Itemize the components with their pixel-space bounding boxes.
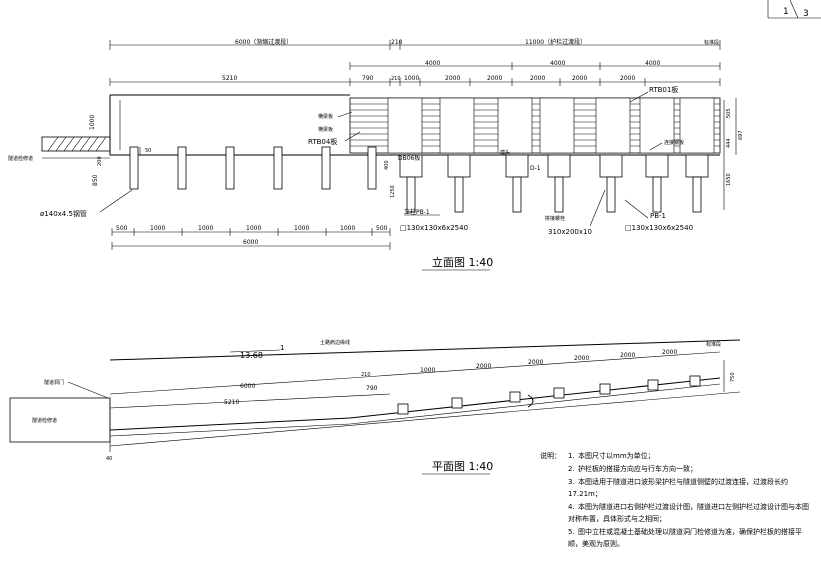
- side-dim-1250: 1250: [390, 185, 396, 198]
- plan-std: 标准段: [706, 341, 721, 348]
- elevation-view: 6000（渐缩过渡段） 210 11000（护栏过渡段） 标准段 4000 40…: [8, 38, 744, 271]
- label-d1: D-1: [530, 165, 541, 172]
- dim-bottom-2: 1000: [150, 225, 165, 232]
- plan-end-cap: [527, 394, 534, 408]
- dim-bottom-6: 1000: [340, 225, 355, 232]
- note-text: 护栏板的搭接方向应与行车方向一致；: [578, 465, 697, 473]
- dim-bottom-5: 1000: [294, 225, 309, 232]
- dim-mid-3: 4000: [645, 60, 660, 67]
- label-end-cap: 端头: [500, 149, 510, 156]
- dim-mid-1: 4000: [425, 60, 440, 67]
- plan-dim-40: 40: [106, 456, 112, 462]
- label-pipe: ø140x4.5钢管: [40, 209, 87, 218]
- plan-posts: [397, 375, 701, 415]
- dim-bottom-4: 1000: [246, 225, 261, 232]
- dim-top-2: 210: [391, 39, 403, 46]
- plan-dim-7: 2000: [662, 349, 677, 356]
- plan-dim-2: 1000: [420, 367, 435, 374]
- dim-total-6000: 6000: [243, 239, 258, 246]
- plan-dim-4: 2000: [528, 359, 543, 366]
- dim-row-7: 2000: [530, 75, 545, 82]
- dim-mid-2: 4000: [550, 60, 565, 67]
- plan-taper: 13.68: [240, 351, 263, 360]
- label-rtb04: RTB04板: [308, 137, 337, 146]
- dim-bottom-3: 1000: [198, 225, 213, 232]
- rail-posts: [399, 154, 709, 213]
- label-db06: DB06板: [398, 154, 420, 162]
- plan-tunnel-block: [9, 397, 111, 443]
- side-dim-505: 505: [726, 108, 732, 118]
- label-bolt: 拼接螺栓: [545, 215, 565, 222]
- dim-row-5: 2000: [445, 75, 460, 82]
- dim-row-1: 5210: [222, 75, 237, 82]
- plan-road-edge: 土路肩边缘线: [320, 339, 350, 346]
- note-text: 图中立柱或混凝土基础处理以隧道洞门检修道为准，确保护栏板的搭接平顺，美观为原则。: [568, 528, 802, 548]
- note-text: 本图适用于隧道进口波形梁护栏与隧道侧壁的过渡连接，过渡段长约17.21m；: [568, 478, 788, 498]
- label-pb1-right: PB-1: [650, 212, 666, 220]
- dim-row-9: 2000: [620, 75, 635, 82]
- side-dim-444: 444: [726, 138, 732, 148]
- dim-row-3: 210: [391, 76, 401, 82]
- dim-row-8: 2000: [572, 75, 587, 82]
- tunnel-repair-hatch: [41, 136, 111, 152]
- side-dim-697: 697: [738, 130, 744, 140]
- label-beam-b: 横梁板: [318, 126, 333, 133]
- side-dim-1650: 1650: [726, 173, 732, 186]
- notes-label: 说明：: [540, 452, 561, 460]
- plan-ratio: 1: [280, 344, 284, 352]
- plan-title: 平面图 1:40: [432, 460, 493, 473]
- rail-panels: [349, 97, 721, 154]
- elev-tunnel-repair: 隧道检修道: [8, 155, 33, 162]
- plan-dim-5: 2000: [574, 355, 589, 362]
- side-dim-850: 850: [92, 174, 99, 186]
- sheet-corner-block: 1 3: [767, 0, 821, 19]
- plan-dim-6: 2000: [620, 352, 635, 359]
- notes-list: 1.本图尺寸以mm为单位； 2.护栏板的搭接方向应与行车方向一致； 3.本图适用…: [540, 450, 815, 550]
- side-dim-1000: 1000: [89, 115, 96, 130]
- dim-row-6: 2000: [487, 75, 502, 82]
- label-steel-plate: 310x200x10: [548, 228, 592, 236]
- plan-side-750: 750: [730, 372, 736, 382]
- dim-row-4: 1000: [404, 75, 419, 82]
- dim-row-2: 790: [362, 75, 374, 82]
- label-post-right: □130x130x6x2540: [625, 224, 693, 232]
- plan-dim-790: 790: [366, 385, 378, 392]
- elev-top-right: 标准段: [704, 39, 719, 46]
- side-dim-400: 400: [384, 160, 390, 170]
- dim-bottom-1: 500: [116, 225, 128, 232]
- plan-tunnel-door: 隧道洞门: [44, 379, 64, 386]
- note-item: 1.本图尺寸以mm为单位；: [568, 452, 655, 460]
- note-item: 3.本图适用于隧道进口波形梁护栏与隧道侧壁的过渡连接，过渡段长约17.21m；: [568, 478, 788, 498]
- label-connection-plate: 连接钢板: [664, 139, 684, 146]
- notes-block: 说明： 1.本图尺寸以mm为单位； 2.护栏板的搭接方向应与行车方向一致； 3.…: [540, 450, 815, 551]
- plan-dim-1: 210: [361, 372, 371, 378]
- taper-posts: [129, 146, 377, 190]
- sheet-page: 1: [783, 7, 789, 17]
- label-post-left: □130x130x6x2540: [400, 224, 468, 232]
- sheet-total: 3: [803, 9, 809, 19]
- side-dim-50: 50: [145, 148, 151, 154]
- dim-top-1: 6000（渐缩过渡段）: [235, 38, 292, 46]
- note-item: 2.护栏板的搭接方向应与行车方向一致；: [568, 465, 697, 473]
- plan-dim-3: 2000: [476, 363, 491, 370]
- elevation-title: 立面图 1:40: [432, 255, 493, 269]
- dim-top-3: 11000（护栏过渡段）: [525, 38, 586, 46]
- note-item: 4.本图为隧道进口右侧护栏过渡设计图，隧道进口左侧护栏过渡设计图与本图对称布置，…: [568, 503, 809, 523]
- plan-view: 13.68 1 土路肩边缘线 标准段 210 1000 2000 2000 20…: [9, 339, 741, 475]
- plan-dim-6000: 6000: [240, 383, 255, 390]
- note-text: 本图尺寸以mm为单位；: [578, 452, 655, 460]
- note-item: 5.图中立柱或混凝土基础处理以隧道洞门检修道为准，确保护栏板的搭接平顺，美观为原…: [568, 528, 802, 548]
- side-dim-200: 200: [97, 156, 103, 166]
- label-rtb01: RTB01板: [649, 85, 678, 94]
- dim-bottom-7: 500: [376, 225, 388, 232]
- label-pb1-left: 立柱PB-1: [404, 208, 430, 216]
- plan-dim-5210: 5210: [224, 399, 239, 406]
- plan-tunnel-repair: 隧道检修道: [32, 417, 57, 424]
- label-beam-a: 横梁板: [318, 113, 333, 120]
- note-text: 本图为隧道进口右侧护栏过渡设计图，隧道进口左侧护栏过渡设计图与本图对称布置，具体…: [568, 503, 809, 523]
